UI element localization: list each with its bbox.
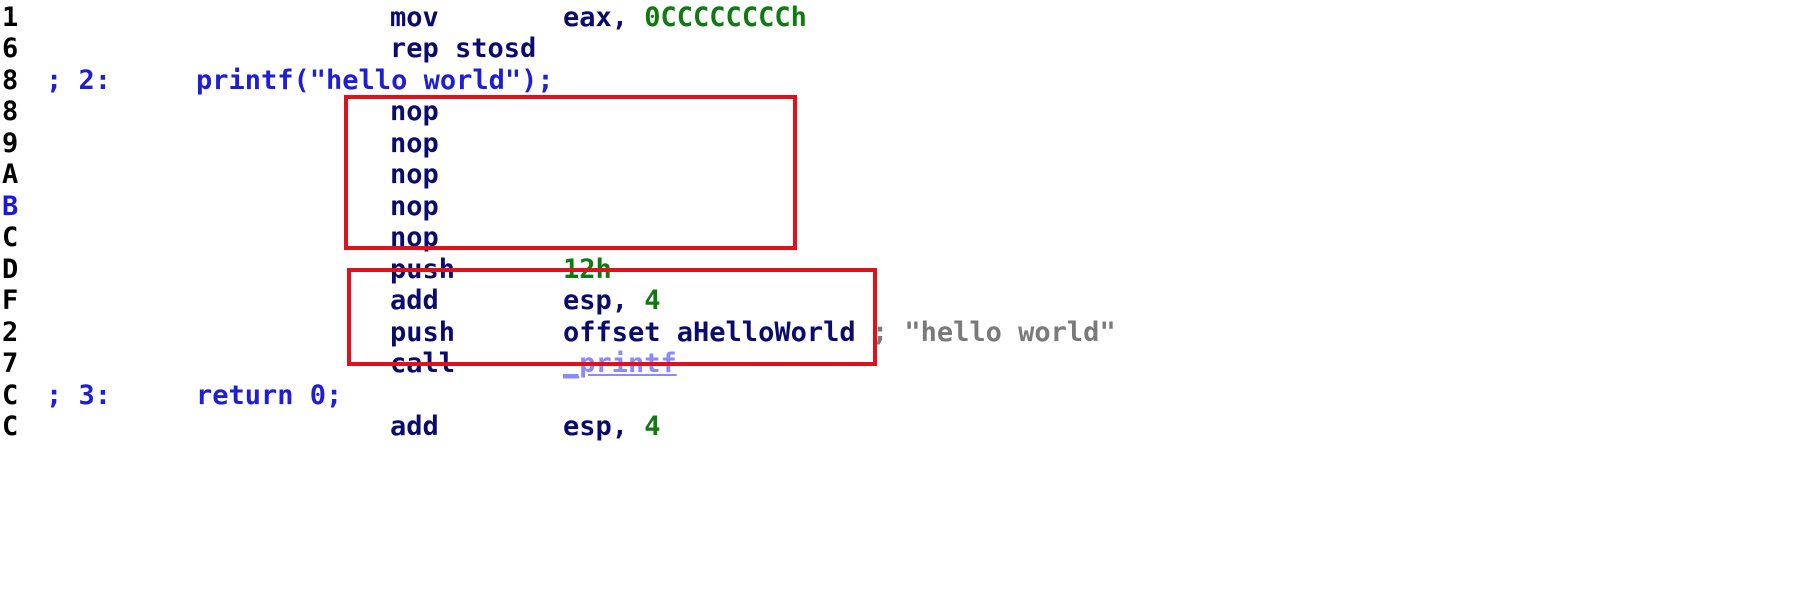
instruction-mnemonic: add <box>390 285 439 316</box>
disassembly-listing: 1 mov eax, 0CCCCCCCCh 6 rep stosd 8 ; 2:… <box>0 0 1116 445</box>
line-address: D <box>2 254 19 285</box>
asm-line[interactable]: 9 nop <box>0 126 439 162</box>
asm-line[interactable]: 8 nop <box>0 94 439 130</box>
instruction-mnemonic: nop <box>390 159 439 190</box>
asm-line[interactable]: 2 push offset aHelloWorld ; "hello world… <box>0 315 1116 351</box>
line-address: C <box>2 411 19 442</box>
line-address: 8 <box>2 96 19 127</box>
string-comment: ; "hello world" <box>855 317 1116 348</box>
line-address: 9 <box>2 128 19 159</box>
asm-line[interactable]: A nop <box>0 157 439 193</box>
instruction-mnemonic: nop <box>390 96 439 127</box>
line-address: C <box>2 380 19 411</box>
operand-label-ref[interactable]: offset aHelloWorld <box>563 317 856 348</box>
asm-line[interactable]: 1 mov eax, 0CCCCCCCCh <box>0 0 807 36</box>
line-address: B <box>2 191 19 222</box>
line-address: F <box>2 285 19 316</box>
line-address: 6 <box>2 33 19 64</box>
instruction-operands: esp, 4 <box>563 283 661 319</box>
operand-immediate: 4 <box>644 411 661 442</box>
line-address: 8 <box>2 65 19 96</box>
asm-line[interactable]: 6 rep stosd <box>0 31 536 67</box>
operand-register: esp, <box>563 285 645 316</box>
operand-register: esp, <box>563 411 645 442</box>
source-code-text: return 0; <box>196 380 343 411</box>
asm-line[interactable]: F add esp, 4 <box>0 283 661 319</box>
instruction-mnemonic: mov <box>390 2 439 33</box>
operand-register: eax, <box>563 2 645 33</box>
operand-immediate: 4 <box>644 285 661 316</box>
instruction-operands: esp, 4 <box>563 409 661 445</box>
source-line-number: ; 3: <box>46 380 112 411</box>
source-comment-line[interactable]: C ; 3: return 0; <box>0 378 342 414</box>
asm-line[interactable]: C add esp, 4 <box>0 409 661 445</box>
source-line-number: ; 2: <box>46 65 112 96</box>
asm-line[interactable]: C nop <box>0 220 439 256</box>
line-address: 7 <box>2 348 19 379</box>
operand-immediate: 0CCCCCCCCh <box>644 2 807 33</box>
instruction-mnemonic: nop <box>390 191 439 222</box>
line-address: 1 <box>2 2 19 33</box>
asm-line-current[interactable]: B nop <box>0 189 439 225</box>
line-address: A <box>2 159 19 190</box>
instruction-mnemonic: rep stosd <box>390 33 537 64</box>
line-address: 2 <box>2 317 19 348</box>
instruction-operands: offset aHelloWorld ; "hello world" <box>563 315 1116 351</box>
line-address: C <box>2 222 19 253</box>
source-code-text: printf("hello world"); <box>196 65 554 96</box>
instruction-mnemonic: push <box>390 317 456 348</box>
instruction-mnemonic: nop <box>390 128 439 159</box>
push-add-highlight-box <box>347 268 877 366</box>
source-comment-line[interactable]: 8 ; 2: printf("hello world"); <box>0 63 554 99</box>
instruction-operands: eax, 0CCCCCCCCh <box>563 0 807 36</box>
nop-highlight-box <box>344 95 797 250</box>
instruction-mnemonic: add <box>390 411 439 442</box>
asm-line[interactable]: 7 call _printf <box>0 346 677 382</box>
